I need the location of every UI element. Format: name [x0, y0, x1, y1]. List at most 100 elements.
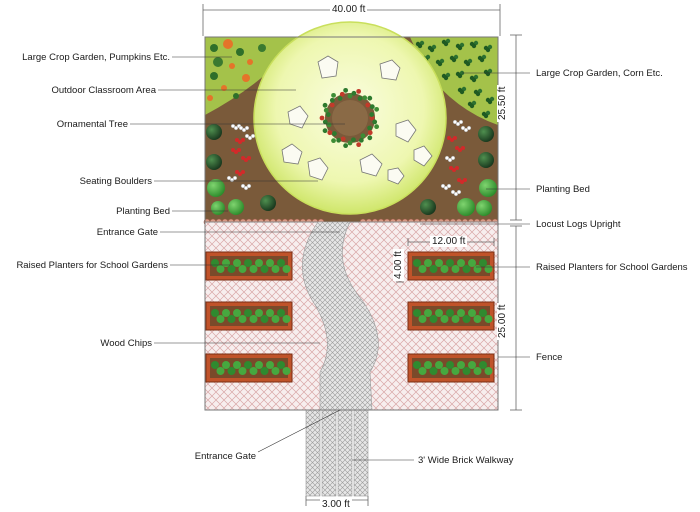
corn-plant: [455, 42, 465, 51]
label-raised-planters-right: Raised Planters for School Gardens: [536, 262, 688, 273]
label-ornamental-tree: Ornamental Tree: [56, 119, 128, 130]
label-planting-bed-left: Planting Bed: [116, 206, 170, 217]
white-flower: [460, 125, 472, 133]
tree-leaf: [358, 137, 364, 143]
dim-walkway-width: 3.00 ft: [320, 499, 352, 510]
red-flower: [449, 166, 459, 172]
white-flower: [450, 189, 462, 197]
pumpkin-plants: [207, 39, 266, 101]
label-locust-logs: Locust Logs Upright: [536, 219, 621, 230]
corn-plant: [469, 74, 479, 83]
tree-leaf: [360, 133, 366, 139]
site-boundary: [204, 36, 499, 411]
corn-plant: [441, 72, 451, 81]
white-flower: [240, 183, 252, 191]
white-flower: [444, 155, 456, 163]
red-flower: [231, 148, 241, 154]
corn-plant: [481, 110, 491, 119]
label-brick-walkway: 3' Wide Brick Walkway: [418, 455, 514, 466]
tree-leaf: [356, 142, 362, 148]
white-flower: [244, 133, 256, 141]
corn-plant: [477, 54, 487, 63]
tree-leaf: [362, 95, 368, 101]
tree-leaf: [347, 93, 353, 99]
dim-planter-length: 12.00 ft: [430, 236, 468, 247]
tree-leaf: [367, 135, 373, 141]
tree-leaf: [322, 128, 328, 134]
raised-planter: [205, 301, 293, 331]
tree-leaf: [332, 131, 337, 136]
tree-leaf: [323, 107, 329, 113]
tree-leaf: [322, 102, 328, 108]
tree-leaf: [374, 106, 380, 112]
tree-leaf: [339, 91, 345, 97]
tree-leaf: [331, 92, 336, 98]
tree-leaf: [337, 95, 343, 101]
dim-bottom-height: 25.00 ft: [497, 302, 508, 340]
label-entrance-gate-top: Entrance Gate: [96, 227, 158, 238]
tree-leaf: [367, 125, 373, 131]
corn-plant: [449, 54, 459, 63]
dim-total-width: 40.00 ft: [330, 4, 368, 15]
tree-leaf: [329, 97, 335, 103]
tree-leaf: [340, 136, 346, 142]
tree-leaf: [365, 102, 371, 108]
winding-path: [302, 221, 379, 411]
corn-plant: [415, 40, 425, 49]
tree-leaf: [369, 115, 375, 121]
tree-leaf: [367, 130, 373, 136]
red-flower: [241, 156, 251, 162]
red-flower: [447, 136, 457, 142]
seating-boulders: [281, 55, 433, 185]
red-flower: [235, 138, 245, 144]
red-flower: [455, 146, 465, 152]
tree-leaf: [351, 90, 357, 96]
dim-planter-width: 4.00 ft: [393, 249, 404, 281]
tree-leaf: [343, 87, 349, 93]
corn-plant: [463, 58, 473, 67]
white-flower: [440, 183, 452, 191]
white-flower: [452, 119, 464, 127]
raised-planter: [407, 301, 495, 331]
corn-plant: [483, 44, 493, 53]
corn-plant: [457, 86, 467, 95]
corn-plant: [485, 96, 495, 105]
label-fence: Fence: [536, 352, 563, 363]
flower-clusters: [226, 119, 472, 197]
label-pumpkin-garden: Large Crop Garden, Pumpkins Etc.: [22, 52, 170, 63]
tree-leaf: [347, 140, 353, 146]
corn-plant: [473, 88, 483, 97]
tree-leaf: [356, 88, 362, 94]
raised-planter: [205, 353, 293, 383]
label-raised-planters-left: Raised Planters for School Gardens: [16, 260, 168, 271]
label-seating-boulders: Seating Boulders: [79, 176, 152, 187]
brick-walkway: [305, 409, 369, 497]
ornamental-tree: [319, 87, 380, 149]
label-corn-garden: Large Crop Garden, Corn Etc.: [536, 68, 663, 79]
tree-leaf: [336, 137, 342, 143]
tree-leaf: [343, 143, 349, 149]
label-entrance-gate-bottom: Entrance Gate: [194, 451, 256, 462]
tree-leaf: [369, 104, 375, 110]
white-flower: [238, 125, 250, 133]
dim-top-height: 25.50 ft: [497, 84, 508, 122]
label-outdoor-classroom: Outdoor Classroom Area: [51, 85, 156, 96]
leader-lines: [130, 56, 530, 461]
raised-planter: [407, 353, 495, 383]
red-flower: [457, 178, 467, 184]
white-flower: [230, 123, 242, 131]
tree-leaf: [326, 122, 332, 128]
raised-planter: [407, 251, 495, 281]
tree-leaf: [369, 112, 375, 117]
tree-leaf: [322, 119, 328, 125]
label-wood-chips: Wood Chips: [100, 338, 152, 349]
tree-leaf: [357, 95, 363, 101]
tree-leaf: [319, 115, 325, 121]
red-flower: [235, 170, 245, 176]
raised-planters: [205, 251, 495, 383]
tree-leaf: [367, 95, 373, 101]
tree-leaf: [374, 124, 380, 130]
tree-leaf: [331, 138, 336, 144]
